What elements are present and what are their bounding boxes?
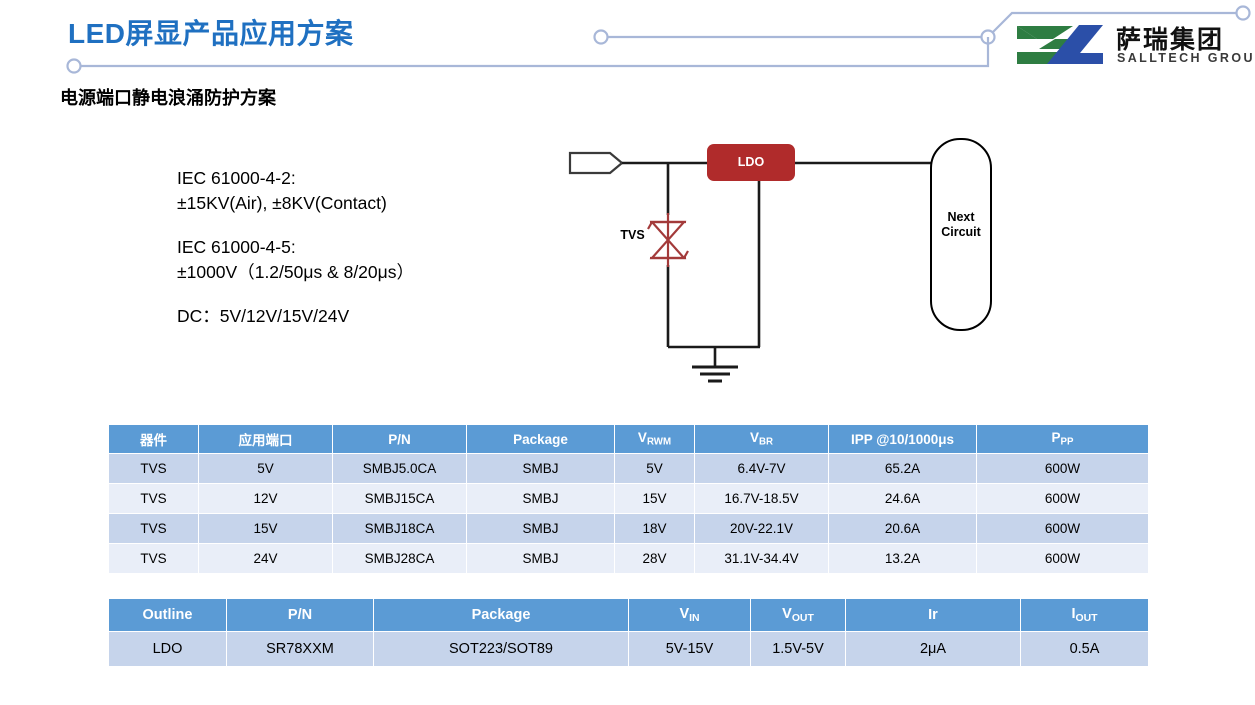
tvs-header-cell-1: 应用端口 (198, 424, 333, 454)
ldo-cell-r0-c2: SOT223/SOT89 (373, 631, 629, 667)
section-subtitle: 电源端口静电浪涌防护方案 (60, 88, 276, 108)
specification-text-block: IEC 61000-4-2: ±15KV(Air), ±8KV(Contact)… (177, 166, 414, 329)
tvs-cell-r3-c6: 13.2A (828, 543, 977, 574)
spec-dc-value: DC：5V/12V/15V/24V (177, 306, 350, 326)
ldo-header-cell-4: VOUT (750, 598, 846, 632)
tvs-cell-r0-c7: 600W (976, 453, 1149, 484)
tvs-cell-r0-c5: 6.4V-7V (694, 453, 829, 484)
circuit-diagram: LDO Next Circuit TVS (540, 125, 1040, 395)
spec-surge-value: ±1000V（1.2/50μs & 8/20μs） (177, 262, 414, 282)
ldo-header-cell-6: IOUT (1020, 598, 1149, 632)
tvs-cell-r2-c4: 18V (614, 513, 695, 544)
ldo-header-cell-5: Ir (845, 598, 1021, 632)
tvs-diode-icon (647, 213, 689, 267)
tvs-cell-r3-c7: 600W (976, 543, 1149, 574)
tvs-cell-r1-c2: SMBJ15CA (332, 483, 467, 514)
tvs-cell-r3-c5: 31.1V-34.4V (694, 543, 829, 574)
tvs-cell-r3-c3: SMBJ (466, 543, 615, 574)
tvs-cell-r0-c4: 5V (614, 453, 695, 484)
next-circuit-line-2: Circuit (941, 225, 981, 239)
ldo-cell-r0-c3: 5V-15V (628, 631, 751, 667)
ldo-header-cell-3: VIN (628, 598, 751, 632)
spec-group-dc: DC：5V/12V/15V/24V (177, 304, 414, 329)
tvs-cell-r3-c1: 24V (198, 543, 333, 574)
tvs-cell-r3-c2: SMBJ28CA (332, 543, 467, 574)
spec-group-surge: IEC 61000-4-5: ±1000V（1.2/50μs & 8/20μs） (177, 235, 414, 285)
tvs-component-label: TVS (620, 228, 645, 242)
tvs-cell-r1-c1: 12V (198, 483, 333, 514)
input-port-icon (568, 151, 624, 175)
tvs-cell-r1-c4: 15V (614, 483, 695, 514)
logo-company-name-en: SALLTECH GROUP (1117, 51, 1255, 65)
tvs-header-cell-3: Package (466, 424, 615, 454)
tvs-cell-r2-c0: TVS (108, 513, 199, 544)
tvs-cell-r2-c2: SMBJ18CA (332, 513, 467, 544)
next-circuit-block-label: Next Circuit (930, 210, 992, 240)
tvs-cell-r3-c4: 28V (614, 543, 695, 574)
tvs-cell-r0-c2: SMBJ5.0CA (332, 453, 467, 484)
tvs-cell-r2-c6: 20.6A (828, 513, 977, 544)
slide-header: LED屏显产品应用方案 电源端口静电浪涌防护方案 萨瑞集团 SALLTECH G… (0, 0, 1255, 120)
tvs-cell-r0-c6: 65.2A (828, 453, 977, 484)
company-logo: 萨瑞集团 SALLTECH GROUP (1013, 18, 1255, 74)
tvs-header-cell-6: IPP @10/1000μs (828, 424, 977, 454)
ldo-header-cell-1: P/N (226, 598, 374, 632)
tvs-cell-r1-c7: 600W (976, 483, 1149, 514)
ldo-cell-r0-c4: 1.5V-5V (750, 631, 846, 667)
tvs-header-cell-5: VBR (694, 424, 829, 454)
ldo-cell-r0-c1: SR78XXM (226, 631, 374, 667)
tvs-cell-r2-c3: SMBJ (466, 513, 615, 544)
tvs-header-cell-4: VRWM (614, 424, 695, 454)
ldo-header-cell-0: Outline (108, 598, 227, 632)
tvs-header-cell-7: PPP (976, 424, 1149, 454)
tvs-cell-r3-c0: TVS (108, 543, 199, 574)
tvs-header-cell-0: 器件 (108, 424, 199, 454)
tvs-cell-r0-c0: TVS (108, 453, 199, 484)
salltech-logo-icon (1017, 25, 1103, 64)
tvs-cell-r2-c1: 15V (198, 513, 333, 544)
next-circuit-block (930, 138, 992, 331)
tvs-cell-r0-c3: SMBJ (466, 453, 615, 484)
ldo-block-label: LDO (737, 155, 765, 169)
page-title: LED屏显产品应用方案 (68, 18, 354, 49)
tvs-cell-r1-c0: TVS (108, 483, 199, 514)
ldo-block (707, 144, 795, 181)
tvs-cell-r2-c7: 600W (976, 513, 1149, 544)
tvs-header-cell-2: P/N (332, 424, 467, 454)
next-circuit-line-1: Next (947, 210, 975, 224)
spec-surge-standard: IEC 61000-4-5: (177, 237, 296, 257)
ldo-header-cell-2: Package (373, 598, 629, 632)
ldo-cell-r0-c6: 0.5A (1020, 631, 1149, 667)
tvs-cell-r0-c1: 5V (198, 453, 333, 484)
spec-esd-standard: IEC 61000-4-2: (177, 168, 296, 188)
tvs-cell-r1-c5: 16.7V-18.5V (694, 483, 829, 514)
ldo-cell-r0-c5: 2μA (845, 631, 1021, 667)
logo-company-name-cn: 萨瑞集团 (1116, 26, 1225, 54)
tvs-cell-r2-c5: 20V-22.1V (694, 513, 829, 544)
ldo-cell-r0-c0: LDO (108, 631, 227, 667)
circuit-schematic-svg (568, 151, 933, 383)
tvs-cell-r1-c6: 24.6A (828, 483, 977, 514)
tvs-cell-r1-c3: SMBJ (466, 483, 615, 514)
spec-group-esd: IEC 61000-4-2: ±15KV(Air), ±8KV(Contact) (177, 166, 414, 216)
ground-icon (692, 347, 738, 383)
spec-esd-value: ±15KV(Air), ±8KV(Contact) (177, 193, 387, 213)
